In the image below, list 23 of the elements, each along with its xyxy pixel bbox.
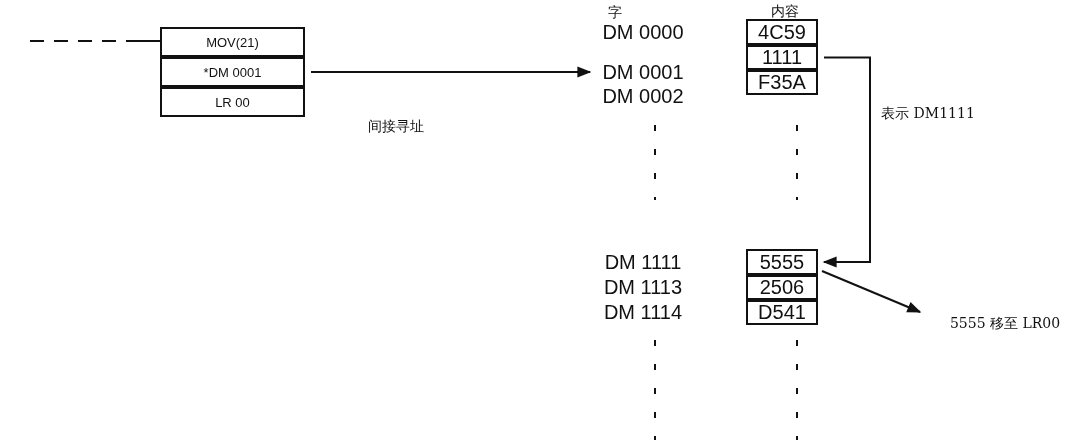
instruction-box: MOV(21) [160, 27, 305, 57]
word-address: DM 0002 [601, 84, 685, 108]
operand-box: *DM 0001 [160, 57, 305, 87]
arrow [821, 270, 922, 313]
arrow [310, 66, 592, 78]
column-heading: 内容 [770, 2, 800, 21]
word-address: DM 0000 [601, 20, 685, 44]
content-cell: 4C59 [746, 19, 818, 45]
note-text: 5555 移至 LR00 [935, 313, 1075, 335]
content-cell: D541 [746, 300, 818, 325]
operand-box: LR 00 [160, 87, 305, 117]
column-heading: 字 [607, 3, 623, 22]
word-address: DM 1113 [602, 275, 684, 299]
word-address: DM 0001 [592, 60, 694, 84]
connector-line [29, 40, 161, 42]
arrow [822, 56, 871, 268]
content-cell: 1111 [746, 45, 818, 70]
word-address: DM 1114 [602, 300, 684, 324]
word-address: DM 1111 [603, 250, 683, 274]
content-cell: F35A [746, 70, 818, 95]
annotation-text: 表示 DM1111 [880, 104, 976, 123]
content-cell: 5555 [746, 249, 818, 275]
content-cell: 2506 [746, 275, 818, 300]
